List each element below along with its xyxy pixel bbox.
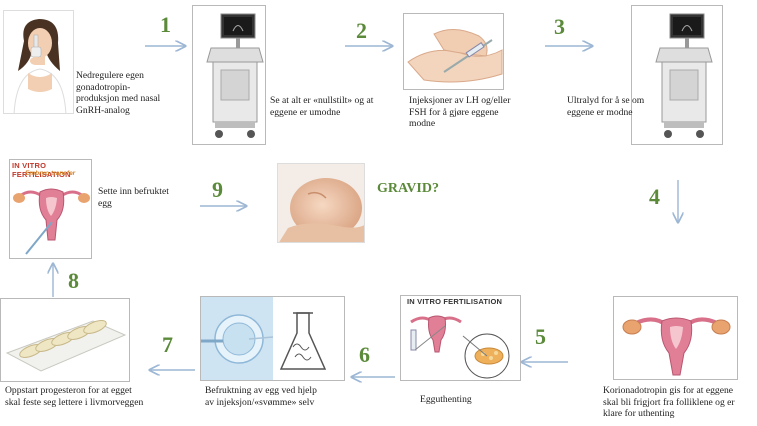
fertilisation-image bbox=[200, 296, 345, 381]
ivf-title-bottom: IN VITRO FERTILISATION bbox=[407, 297, 503, 306]
outcome-label: GRAVID? bbox=[377, 181, 439, 196]
nasal-spray-image bbox=[3, 10, 74, 114]
embryo-transfer-image: IN VITRO FERTILISATION Embryo transfer bbox=[9, 159, 92, 259]
uterus-image bbox=[613, 296, 738, 380]
caption-step-1: Nedregulere egen gonadotropin- produksjo… bbox=[76, 70, 161, 116]
injection-hands-image bbox=[403, 13, 504, 90]
caption-step-5: Korionadotropin gis for at eggene skal b… bbox=[603, 385, 735, 420]
step-number-1: 1 bbox=[160, 12, 171, 37]
progesterone-suppositories-image bbox=[0, 298, 130, 382]
ivf-subtitle: Embryo transfer bbox=[25, 170, 76, 177]
caption-step-2: Se at alt er «nullstilt» og at eggene er… bbox=[270, 95, 374, 118]
caption-step-4: Ultralyd for å se om eggene er modne bbox=[567, 95, 645, 118]
caption-step-6: Egguthenting bbox=[420, 394, 472, 405]
step-number-8: 8 bbox=[68, 268, 79, 293]
egg-retrieval-image: IN VITRO FERTILISATION bbox=[400, 295, 521, 381]
ultrasound-machine-image-1 bbox=[192, 5, 266, 145]
ultrasound-machine-image-2 bbox=[631, 5, 723, 145]
caption-step-9: Sette inn befruktet egg bbox=[98, 186, 169, 209]
caption-step-8: Oppstart progesteron for at egget skal f… bbox=[5, 385, 144, 408]
step-number-4: 4 bbox=[649, 184, 660, 209]
pregnant-belly-image bbox=[277, 163, 365, 243]
caption-step-3: Injeksjoner av LH og/eller FSH for å gjø… bbox=[409, 95, 511, 130]
step-number-9: 9 bbox=[212, 177, 223, 202]
step-number-2: 2 bbox=[356, 18, 367, 43]
step-number-5: 5 bbox=[535, 324, 546, 349]
step-number-3: 3 bbox=[554, 14, 565, 39]
ivf-title-top: IN VITRO FERTILISATION bbox=[12, 161, 71, 179]
step-number-7: 7 bbox=[162, 332, 173, 357]
step-number-6: 6 bbox=[359, 342, 370, 367]
caption-step-7: Befruktning av egg ved hjelp av injeksjo… bbox=[205, 385, 317, 408]
